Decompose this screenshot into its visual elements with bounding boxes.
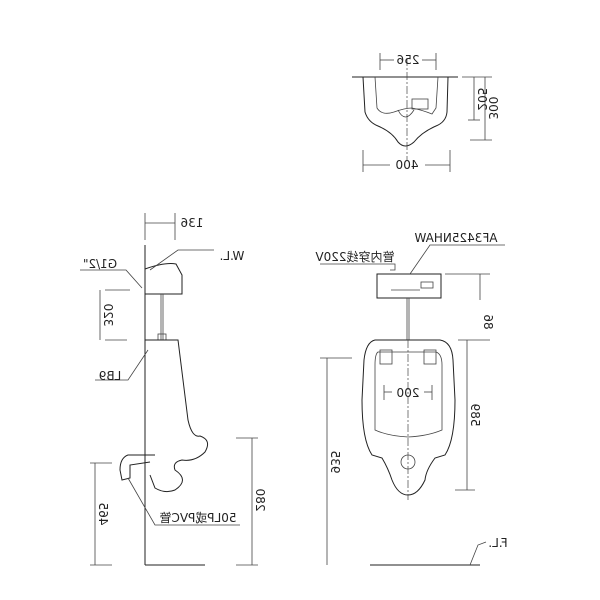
dim-935: 935: [328, 451, 342, 474]
model-label: AF3425NHAW: [414, 231, 497, 245]
drain-pipe-label: 50LP或PVC管: [159, 510, 236, 525]
floor-level-label: F.L.: [488, 536, 507, 550]
dim-589: 589: [468, 404, 482, 427]
water-level-label: W.L.: [220, 249, 245, 263]
top-view: 256 400 205 300: [352, 53, 500, 172]
dim-320: 320: [101, 304, 115, 327]
dim-400: 400: [396, 158, 419, 172]
dim-465: 465: [96, 503, 110, 526]
front-view: AF3425NHAW 管内穿线220V 86 589 200 935 F.L.: [315, 231, 508, 566]
inlet-label: G1/2": [83, 257, 117, 271]
dim-280: 280: [253, 489, 267, 512]
side-view: 136 W.L. G1/2" 320 LB9 465 280 50LP或PVC管: [80, 213, 267, 566]
dim-136: 136: [181, 216, 204, 230]
lb9-label: LB9: [99, 369, 122, 383]
dim-200: 200: [397, 386, 420, 400]
wiring-label: 管内穿线220V: [315, 249, 395, 264]
dim-256: 256: [397, 53, 420, 67]
dim-300: 300: [486, 97, 500, 120]
dim-205: 205: [475, 88, 489, 111]
dim-86: 86: [481, 314, 495, 329]
